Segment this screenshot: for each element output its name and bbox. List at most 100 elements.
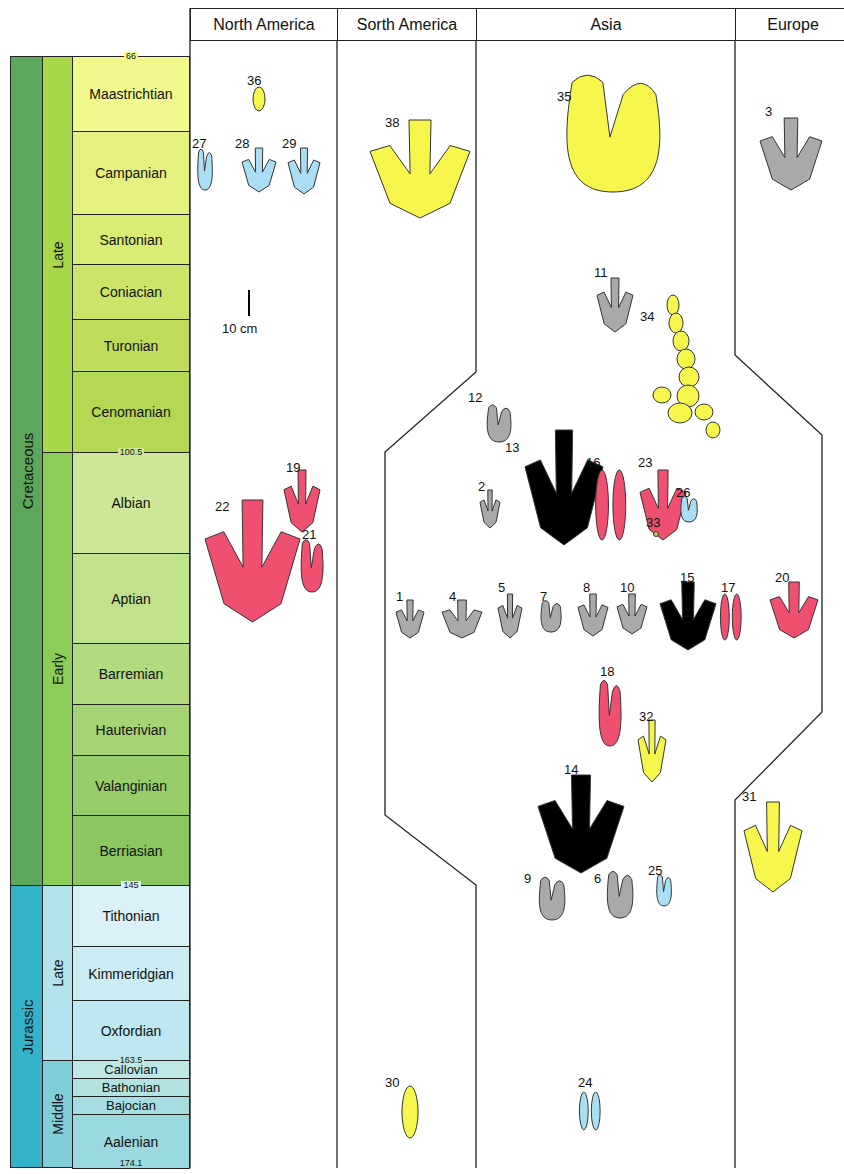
column-header: Europe [735, 8, 844, 41]
column-header: Asia [476, 8, 736, 41]
callout-number: 18 [600, 665, 614, 678]
callout-number: 28 [235, 137, 249, 150]
scale-bar [248, 290, 250, 316]
footprint-outline [442, 600, 482, 638]
footprint-outline [599, 680, 621, 746]
stage-box: Valanginian [72, 755, 190, 816]
stage-box: Barremian [72, 643, 190, 705]
stage-name: Santonian [99, 233, 162, 247]
stage-box: Berriasian [72, 815, 190, 886]
callout-number: 33 [646, 516, 660, 529]
column-header: Sorth America [337, 8, 477, 41]
callout-number: 9 [524, 872, 531, 885]
footprint-outline [677, 349, 695, 369]
stage-box: Bathonian [72, 1078, 190, 1097]
footprint-outline [567, 75, 660, 192]
footprint-outline [541, 601, 561, 632]
period-band: Cretaceous [10, 56, 43, 886]
footprint-outline [640, 470, 686, 540]
callout-number: 29 [282, 137, 296, 150]
footprint-outline [242, 148, 276, 192]
footprint-outline [591, 1092, 600, 1130]
stage-box: Coniacian [72, 264, 190, 320]
callout-number: 36 [247, 74, 261, 87]
callout-number: 8 [583, 581, 590, 594]
footprint-outline [288, 148, 320, 194]
callout-number: 24 [578, 1076, 592, 1089]
stage-name: Bajocian [106, 1099, 156, 1112]
footprint-outline [301, 540, 323, 592]
stage-name: Maastrichtian [89, 87, 172, 101]
footprint-outline [205, 500, 300, 622]
stage-box: Albian [72, 452, 190, 554]
period-name: Late [51, 241, 65, 268]
callout-number: 27 [192, 137, 206, 150]
age-number: 145 [121, 881, 140, 890]
stage-box: Turonian [72, 319, 190, 372]
stage-name: Campanian [95, 166, 167, 180]
footprint-outline [679, 367, 699, 387]
callout-number: 32 [639, 710, 653, 723]
footprint-outline [744, 802, 802, 892]
footprint-outline [638, 720, 666, 782]
stage-box: Oxfordian [72, 1000, 190, 1061]
footprint-outline [667, 295, 679, 315]
footprint-outline [760, 118, 822, 190]
stage-box: Hauterivian [72, 704, 190, 756]
callout-number: 14 [564, 763, 578, 776]
age-number: 100.5 [118, 448, 145, 457]
footprint-outline [657, 875, 672, 906]
stage-name: Aalenian [104, 1135, 159, 1149]
footprint-outline [480, 490, 500, 528]
column-lines [190, 8, 822, 1168]
stage-name: Albian [112, 496, 151, 510]
stage-name: Hauterivian [96, 723, 167, 737]
scale-label: 10 cm [222, 322, 257, 335]
callout-number: 22 [215, 500, 229, 513]
footprint-outline [370, 120, 470, 218]
footprint-outline [539, 877, 565, 920]
footprint-outline [525, 430, 603, 545]
stage-box: Aptian [72, 553, 190, 644]
footprint-outline [613, 470, 626, 540]
stage-box: Santonian [72, 214, 190, 265]
footprint-outline [498, 594, 522, 638]
epoch-band: Early [42, 452, 73, 886]
callout-number: 10 [620, 581, 634, 594]
callout-number: 7 [540, 590, 547, 603]
stage-name: Cenomanian [91, 405, 170, 419]
period-name: Cretaceous [19, 433, 34, 510]
stage-name: Callovian [104, 1063, 157, 1076]
callout-number: 23 [638, 456, 652, 469]
stage-box: Campanian [72, 131, 190, 215]
footprint-outline [607, 871, 633, 918]
column-title: Asia [590, 17, 621, 33]
callout-number: 20 [775, 571, 789, 584]
stage-name: Valanginian [95, 779, 167, 793]
period-name: Early [51, 653, 65, 685]
callout-number: 17 [721, 581, 735, 594]
callout-number: 6 [594, 872, 601, 885]
callout-number: 3 [765, 105, 772, 118]
stage-box: Cenomanian [72, 371, 190, 453]
footprint-outline [681, 496, 697, 522]
age-number: 163.5 [118, 1056, 145, 1065]
callout-number: 25 [648, 864, 662, 877]
stage-box: Bajocian [72, 1096, 190, 1115]
footprint-outline [706, 422, 720, 438]
stage-name: Coniacian [100, 285, 162, 299]
stage-name: Bathonian [102, 1081, 161, 1094]
footprint-outline [654, 532, 659, 537]
stage-name: Turonian [104, 339, 159, 353]
footprint-outline [578, 594, 608, 636]
stage-name: Oxfordian [101, 1024, 162, 1038]
footprint-outline [198, 149, 213, 190]
footprint-outline [538, 775, 624, 873]
footprint-outline [653, 387, 671, 403]
footprint-outline [396, 600, 424, 638]
footprint-outline [617, 594, 647, 634]
callout-number: 4 [449, 590, 456, 603]
callout-number: 21 [302, 528, 316, 541]
callout-number: 35 [557, 90, 571, 103]
stage-name: Aptian [111, 592, 151, 606]
